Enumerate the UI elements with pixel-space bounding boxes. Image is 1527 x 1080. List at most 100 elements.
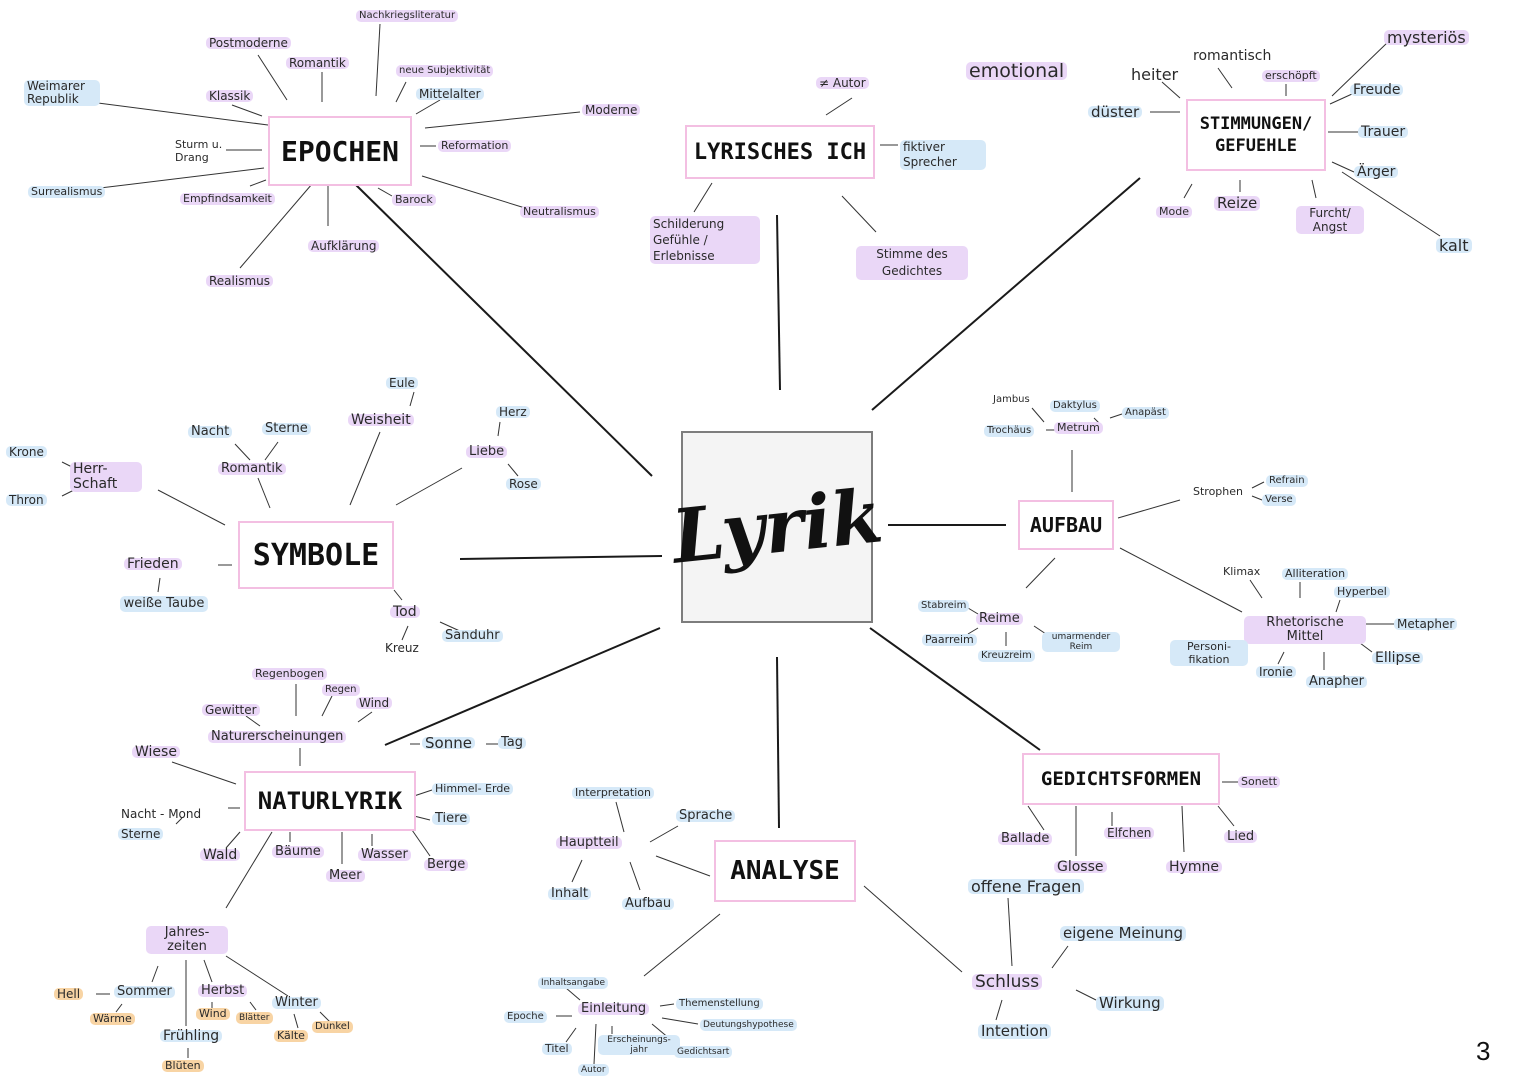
label-ellipse: Ellipse [1372, 651, 1424, 665]
label-stabreim: Stabreim [918, 600, 970, 612]
label-baeume: Bäume [272, 845, 324, 858]
label-romantik-symbol: Romantik [218, 462, 286, 475]
label-kalt: kalt [1436, 238, 1472, 254]
branch-symbole: SYMBOLE [238, 521, 394, 589]
label-gewitter: Gewitter [202, 704, 260, 716]
label-paarreim: Paarreim [922, 634, 977, 646]
label-stimme-des-gedichtes: Stimme des Gedichtes [856, 246, 968, 280]
label-kaelte: Kälte [274, 1030, 308, 1042]
label-tag: Tag [498, 736, 527, 749]
label-mittelalter: Mittelalter [416, 88, 484, 100]
label-eule: Eule [386, 377, 418, 389]
label-inhalt: Inhalt [548, 887, 591, 900]
label-metrum: Metrum [1054, 422, 1103, 434]
label-mode: Mode [1156, 206, 1192, 218]
label-deutungshypothese: Deutungshypothese [700, 1019, 797, 1031]
label-alliteration: Alliteration [1282, 568, 1349, 580]
label-reize: Reize [1214, 196, 1261, 211]
label-inhaltsangabe: Inhaltsangabe [538, 977, 608, 989]
label-heiter: heiter [1131, 65, 1179, 84]
label-sonne: Sonne [422, 736, 475, 751]
label-regenbogen: Regenbogen [252, 668, 328, 680]
label-wiese: Wiese [132, 745, 180, 759]
label-aufklaerung: Aufklärung [308, 240, 380, 252]
central-topic-box: Lyrik [668, 431, 886, 623]
label-anapher: Anapher [1306, 675, 1367, 688]
label-personifikation: Personi- fikation [1170, 640, 1248, 666]
label-neue-subjektivitaet: neue Subjektivität [396, 65, 494, 77]
label-ungleich-autor: ≠ Autor [816, 77, 869, 89]
branch-epochen: EPOCHEN [268, 116, 412, 186]
label-naturerscheinungen: Naturerscheinungen [208, 730, 347, 743]
label-berge: Berge [424, 858, 469, 871]
branch-stimmungen: STIMMUNGEN/ GEFUEHLE [1186, 99, 1326, 171]
label-kreuzreim: Kreuzreim [978, 650, 1035, 662]
label-rose: Rose [506, 478, 541, 490]
label-reime: Reime [976, 612, 1023, 625]
branch-gedichtsformen: GEDICHTSFORMEN [1022, 753, 1220, 805]
label-romantisch: romantisch [1193, 48, 1272, 64]
label-jahreszeiten: Jahres- zeiten [146, 926, 228, 954]
label-sterne: Sterne [262, 422, 311, 435]
label-waerme: Wärme [90, 1013, 135, 1025]
label-wind-herbst: Wind [196, 1008, 230, 1020]
label-nacht: Nacht [188, 425, 233, 438]
label-fiktiver-sprecher: fiktiver Sprecher [900, 140, 986, 170]
label-ironie: Ironie [1256, 666, 1296, 678]
label-wirkung: Wirkung [1096, 996, 1164, 1011]
label-gedichtsart: Gedichtsart [674, 1046, 733, 1058]
branch-naturlyrik: NATURLYRIK [244, 771, 416, 831]
label-einleitung: Einleitung [578, 1002, 650, 1015]
label-furcht-angst: Furcht/ Angst [1296, 206, 1364, 234]
label-dunkel: Dunkel [312, 1021, 353, 1033]
label-titel: Titel [542, 1043, 572, 1055]
label-aufbau-analyse: Aufbau [622, 897, 675, 910]
label-trochaeus: Trochäus [984, 425, 1035, 437]
label-blaetter: Blätter [236, 1012, 273, 1024]
label-tod: Tod [390, 605, 420, 619]
label-schilderung: Schilderung Gefühle / Erlebnisse [650, 216, 760, 264]
label-tiere: Tiere [432, 812, 471, 825]
label-verse: Verse [1262, 494, 1296, 506]
label-herbst: Herbst [198, 984, 248, 997]
branch-lyrisches-ich: LYRISCHES ICH [685, 125, 875, 179]
label-sanduhr: Sanduhr [442, 629, 503, 642]
label-eigene-meinung: eigene Meinung [1060, 926, 1187, 941]
label-sommer: Sommer [114, 985, 175, 998]
label-lied: Lied [1224, 830, 1258, 843]
label-epoche: Epoche [504, 1011, 547, 1023]
label-neutralismus: Neutralismus [520, 206, 599, 218]
label-schluss: Schluss [972, 974, 1043, 991]
label-sterne-natur: Sterne [118, 828, 164, 840]
label-romantik-epoche: Romantik [286, 57, 349, 69]
label-offene-fragen: offene Fragen [968, 879, 1085, 895]
label-realismus: Realismus [206, 275, 274, 287]
label-winter: Winter [272, 996, 321, 1009]
label-himmel-erde: Himmel- Erde [432, 783, 514, 795]
label-postmoderne: Postmoderne [206, 37, 291, 49]
label-moderne: Moderne [582, 104, 641, 116]
label-kreuz: Kreuz [385, 641, 419, 655]
label-weimarer-republik: Weimarer Republik [24, 80, 100, 106]
label-emotional: emotional [966, 62, 1068, 81]
label-refrain: Refrain [1266, 475, 1308, 487]
label-anapaest: Anapäst [1122, 407, 1169, 419]
label-wald: Wald [200, 848, 241, 862]
label-fruehling: Frühling [160, 1029, 223, 1043]
label-weisse-taube: weiße Taube [120, 596, 208, 612]
label-mysterioes: mysteriös [1384, 30, 1469, 46]
label-elfchen: Elfchen [1104, 827, 1155, 839]
label-klimax: Klimax [1223, 565, 1261, 578]
label-jambus: Jambus [993, 394, 1030, 405]
label-sonett: Sonett [1238, 776, 1281, 788]
label-themenstellung: Themenstellung [676, 998, 763, 1010]
label-krone: Krone [6, 446, 47, 458]
label-thron: Thron [6, 494, 47, 506]
branch-aufbau: AUFBAU [1018, 500, 1114, 550]
label-intention: Intention [978, 1024, 1052, 1039]
label-erschoepft: erschöpft [1262, 70, 1320, 82]
label-ballade: Ballade [998, 832, 1053, 845]
label-herz: Herz [496, 406, 530, 418]
